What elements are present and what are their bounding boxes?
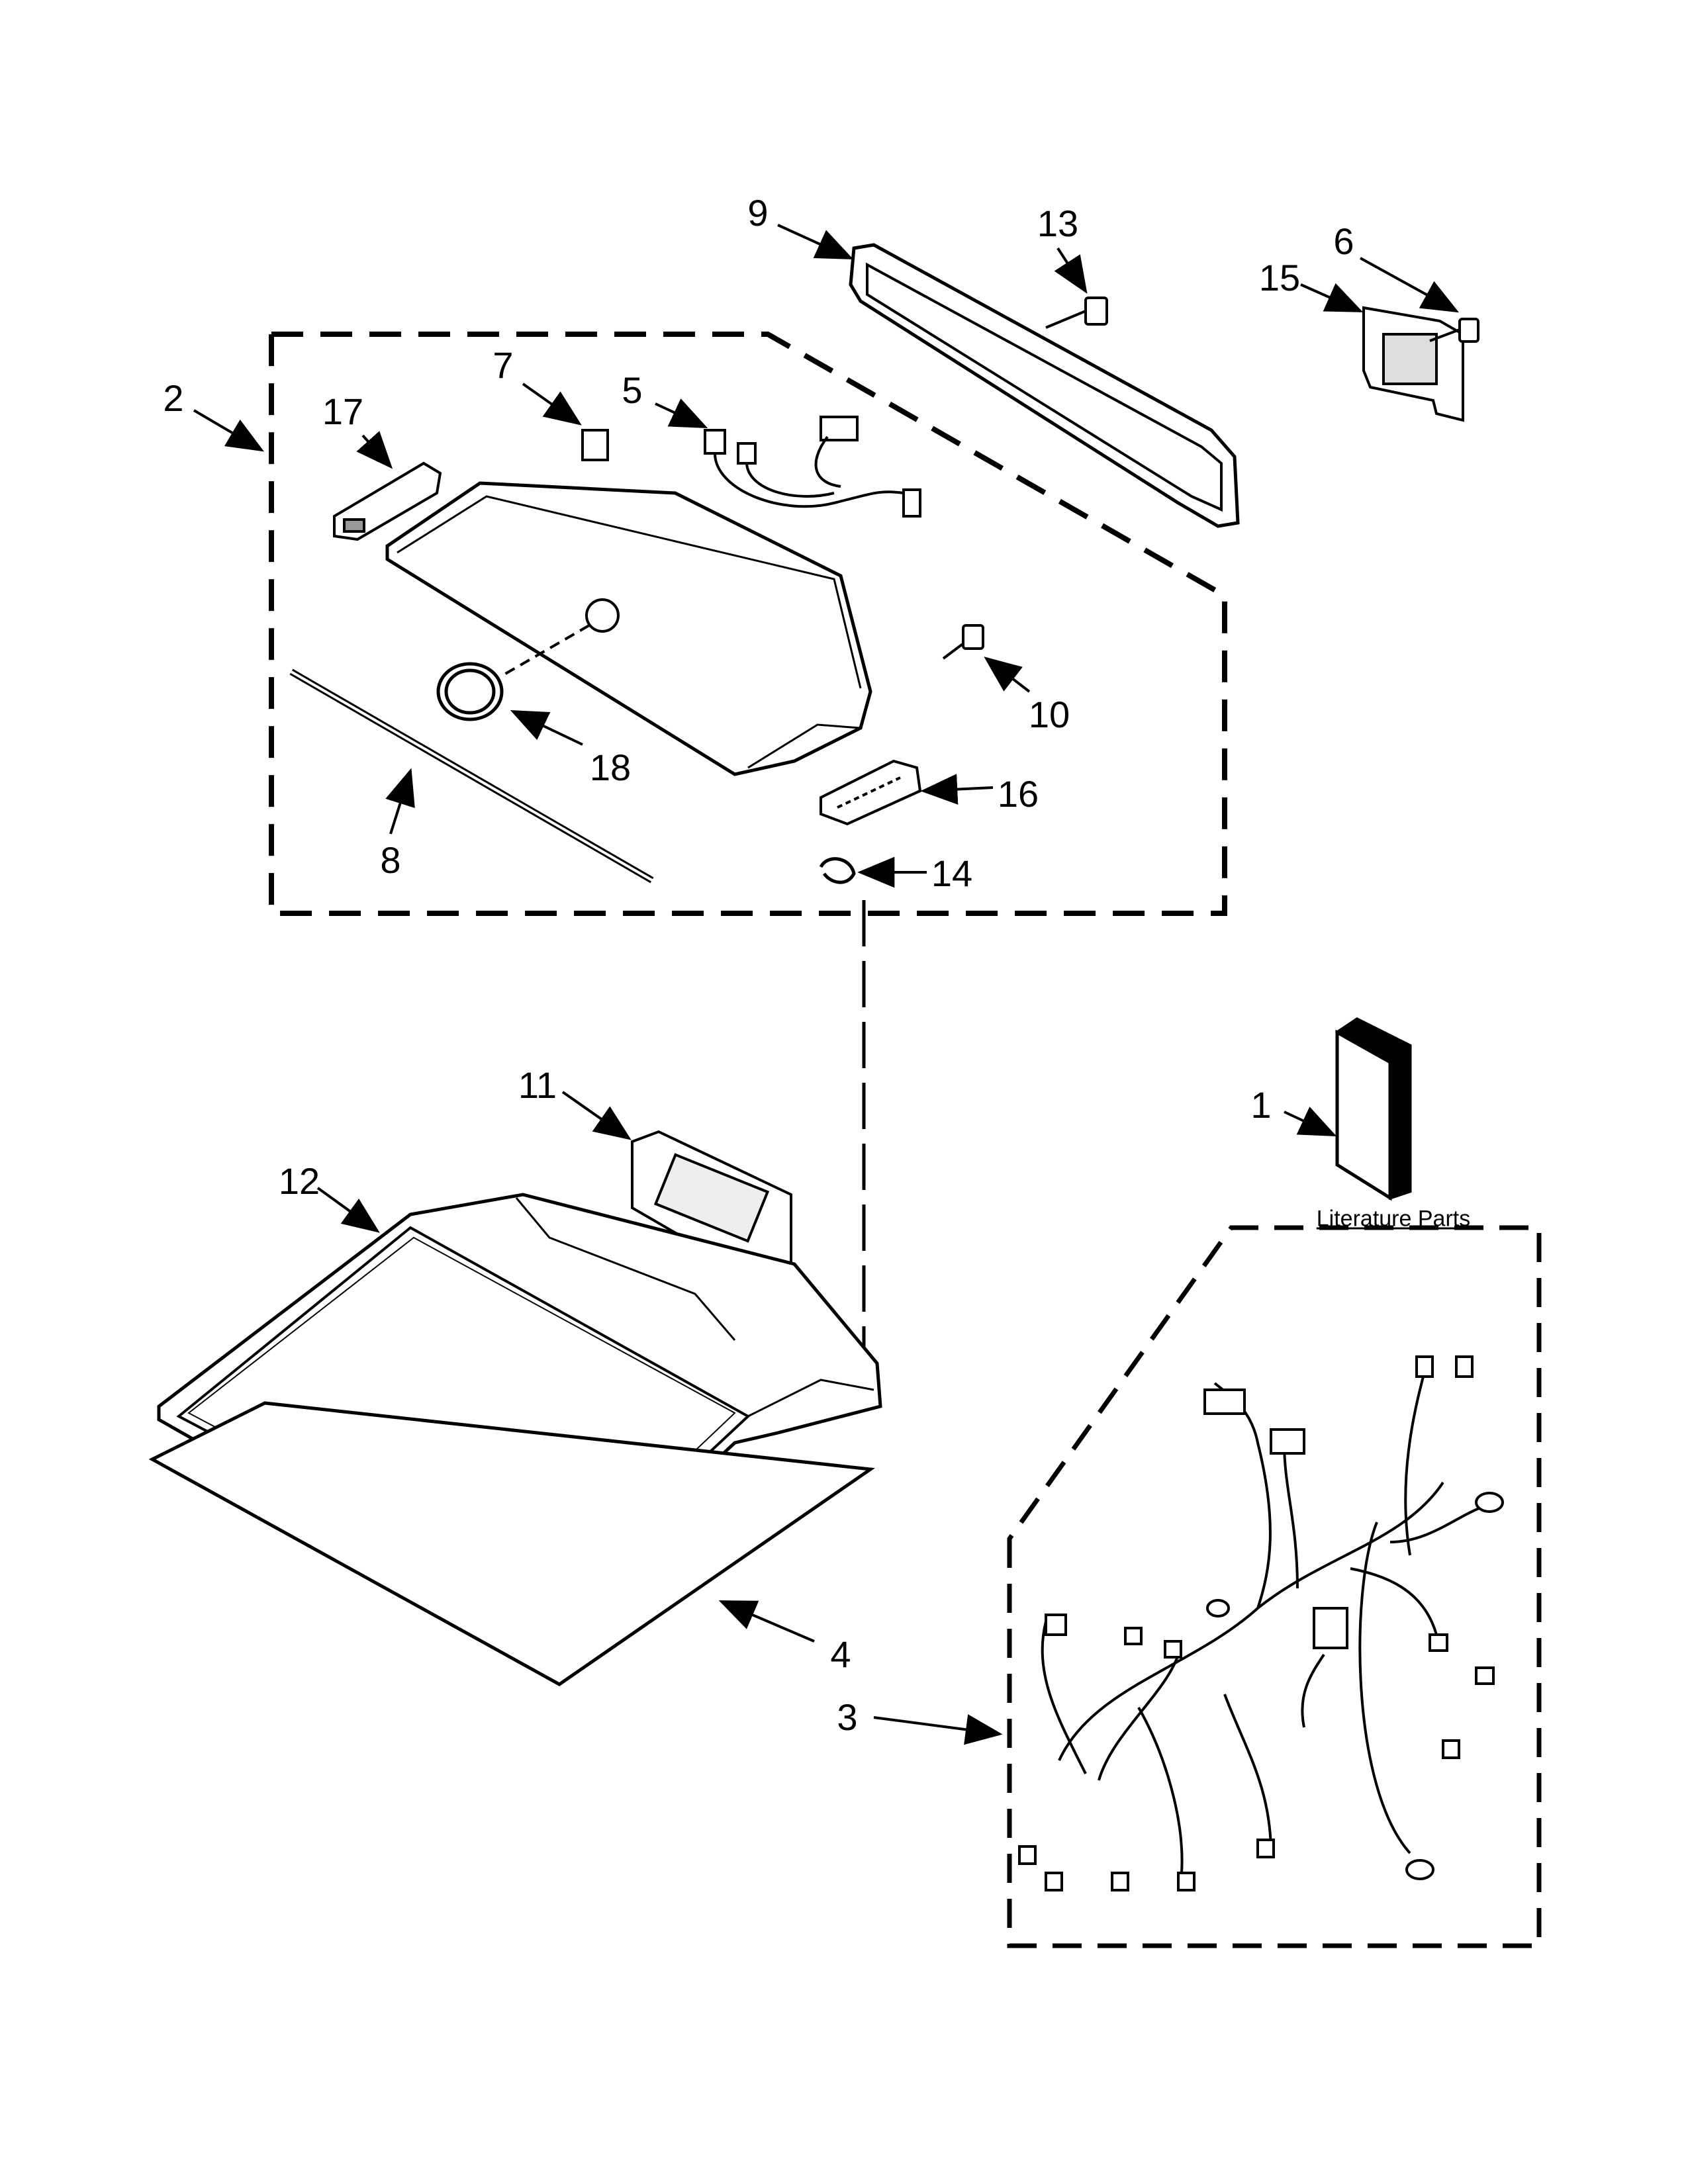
arrow-15 bbox=[1300, 283, 1364, 312]
callout-7: 7 bbox=[492, 344, 514, 386]
switch-part-17 bbox=[333, 461, 442, 541]
control-board-part-11 bbox=[631, 1130, 792, 1283]
arrow-3 bbox=[873, 1714, 1003, 1745]
panel-sheet-part-4 bbox=[148, 1401, 875, 1686]
callout-arrows bbox=[193, 224, 1460, 1745]
callout-12: 12 bbox=[278, 1160, 320, 1202]
clip-part-14 bbox=[819, 857, 856, 884]
bracket-part-15 bbox=[1362, 306, 1464, 422]
callout-10: 10 bbox=[1028, 694, 1070, 735]
callout-15: 15 bbox=[1258, 257, 1301, 298]
arrow-12 bbox=[316, 1187, 380, 1233]
arrow-1 bbox=[1284, 1107, 1337, 1136]
callout-4: 4 bbox=[830, 1633, 851, 1675]
callout-16: 16 bbox=[997, 773, 1039, 815]
callout-11: 11 bbox=[518, 1064, 557, 1106]
callout-17: 17 bbox=[322, 390, 364, 432]
callout-5: 5 bbox=[622, 369, 643, 411]
arrow-2 bbox=[193, 409, 265, 452]
screw-part-6 bbox=[1429, 318, 1479, 343]
callout-2: 2 bbox=[163, 377, 184, 419]
arrow-17 bbox=[356, 431, 393, 469]
arrow-16 bbox=[920, 774, 994, 805]
callout-1: 1 bbox=[1250, 1084, 1272, 1126]
arrow-9 bbox=[777, 224, 854, 259]
arrow-8 bbox=[385, 768, 415, 835]
arrow-10 bbox=[984, 657, 1031, 693]
wire-harness-part-3 bbox=[1018, 1355, 1504, 1891]
console-group-dashed-box bbox=[269, 332, 1227, 916]
knob-part bbox=[585, 598, 620, 633]
callout-14: 14 bbox=[931, 852, 973, 894]
screw-part-13 bbox=[1045, 296, 1108, 329]
callout-3: 3 bbox=[837, 1696, 858, 1738]
callout-9: 9 bbox=[747, 192, 769, 234]
literature-parts-label: Literature Parts bbox=[1316, 1206, 1471, 1232]
literature-book bbox=[1335, 1017, 1412, 1201]
arrow-7 bbox=[522, 383, 582, 426]
clip-part-7 bbox=[581, 429, 609, 461]
arrow-13 bbox=[1054, 247, 1088, 294]
arrow-6 bbox=[1360, 257, 1460, 313]
arrow-11 bbox=[561, 1091, 632, 1140]
arrow-18 bbox=[510, 709, 583, 746]
arrow-4 bbox=[718, 1600, 815, 1643]
callout-6: 6 bbox=[1333, 220, 1354, 262]
screw-part-10 bbox=[942, 624, 984, 660]
arrow-5 bbox=[655, 398, 708, 428]
callout-13: 13 bbox=[1037, 203, 1079, 244]
ring-part-18 bbox=[436, 662, 504, 721]
console-panel bbox=[385, 481, 872, 776]
bracket-part-16 bbox=[820, 759, 922, 826]
harness-group-dashed-box bbox=[1007, 1225, 1542, 1948]
callout-18: 18 bbox=[589, 747, 632, 788]
wire-assembly-part-5 bbox=[704, 416, 921, 518]
callout-8: 8 bbox=[380, 839, 401, 881]
console-frame-part bbox=[849, 243, 1240, 528]
